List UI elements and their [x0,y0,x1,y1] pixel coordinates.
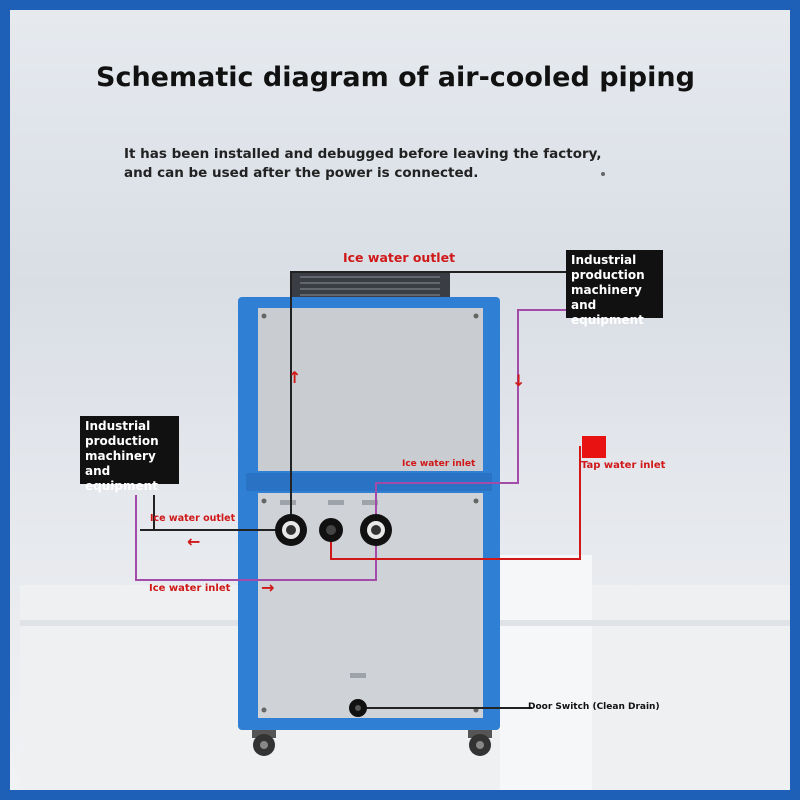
subtitle-line-2: and can be used after the power is conne… [124,165,479,181]
equipment-box-left: Industrial production machinery and equi… [80,416,179,493]
upper-panel [258,308,483,471]
inlet-pipe-line [375,309,576,530]
equipment-box-left-line: machinery and [85,449,156,478]
outlet-port [275,514,307,546]
drain-port [349,699,367,717]
ice-water-outlet-top-label: Ice water outlet [343,250,456,265]
pedestal-block [500,555,592,790]
right-arrow-icon: → [261,578,275,597]
page-title: Schematic diagram of air-cooled piping [96,62,695,93]
tap-port [319,518,343,542]
tap-water-line [330,446,581,560]
fan-grille [300,276,440,296]
equipment-box-left-line: production [85,434,159,448]
ice-water-outlet-left-label: Ice water outlet [150,513,236,524]
diagram-drawing [20,172,790,790]
tap-water-marker [582,436,606,458]
subtitle-dot [601,172,605,176]
inlet-port [360,514,392,546]
fan-guard [290,273,450,301]
panel-divider [246,473,492,491]
down-arrow-icon: ↓ [512,371,526,390]
bottom-inlet-line [135,495,377,581]
subtitle-line-1: It has been installed and debugged befor… [124,146,602,162]
equipment-box-right-line: equipment [571,313,644,327]
port-plates [280,500,378,678]
ice-water-inlet-mid-label: Ice water inlet [402,459,476,469]
up-arrow-icon: ↑ [288,368,302,387]
caster-wheels [252,730,492,756]
outlet-pipe-line [290,271,576,530]
equipment-box-right-line: machinery and [571,283,642,312]
equipment-box-right-line: Industrial [571,253,637,267]
ice-water-inlet-bottom-label: Ice water inlet [149,583,231,594]
equipment-box-right: Industrial production machinery and equi… [566,250,663,327]
door-switch-label: Door Switch (Clean Drain) [528,702,660,712]
equipment-box-left-line: equipment [85,479,158,493]
equipment-box-left-line: Industrial [85,419,151,433]
left-arrow-icon: ← [187,532,201,551]
equipment-box-right-line: production [571,268,645,282]
tap-water-inlet-label: Tap water inlet [581,460,666,471]
